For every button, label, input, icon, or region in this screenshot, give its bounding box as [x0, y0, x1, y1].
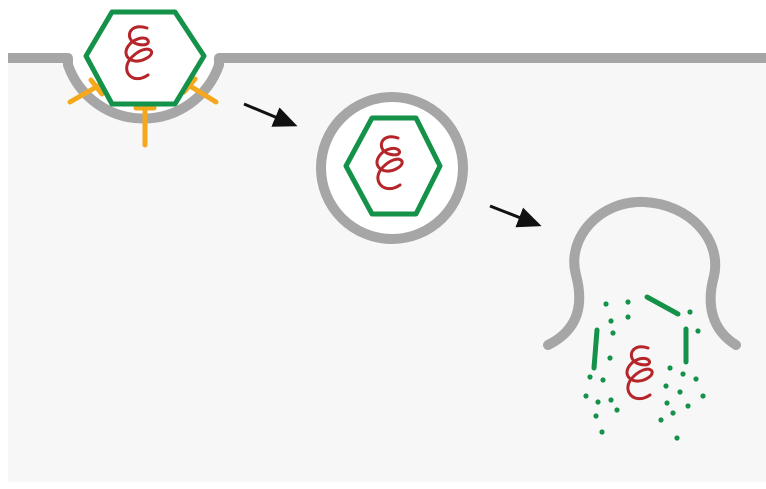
genome-coil-icon [124, 25, 153, 81]
opened-vesicle-membrane [543, 196, 741, 350]
receptor-icon [133, 105, 157, 148]
arrow-icon [489, 204, 542, 228]
capsid-hexagon-icon [343, 115, 443, 217]
capsid-fragments [591, 294, 689, 371]
genome-coil-icon [375, 135, 404, 191]
cytoplasm-area [8, 60, 766, 482]
stage-1-binding [67, 9, 219, 148]
genome-coil-icon [625, 345, 654, 401]
arrow-icon [243, 102, 298, 127]
stage-2-vesicle [316, 92, 468, 244]
capsid-debris-dots [583, 299, 706, 441]
stage-3-uncoating [543, 196, 741, 441]
receptor-icon [67, 77, 105, 105]
